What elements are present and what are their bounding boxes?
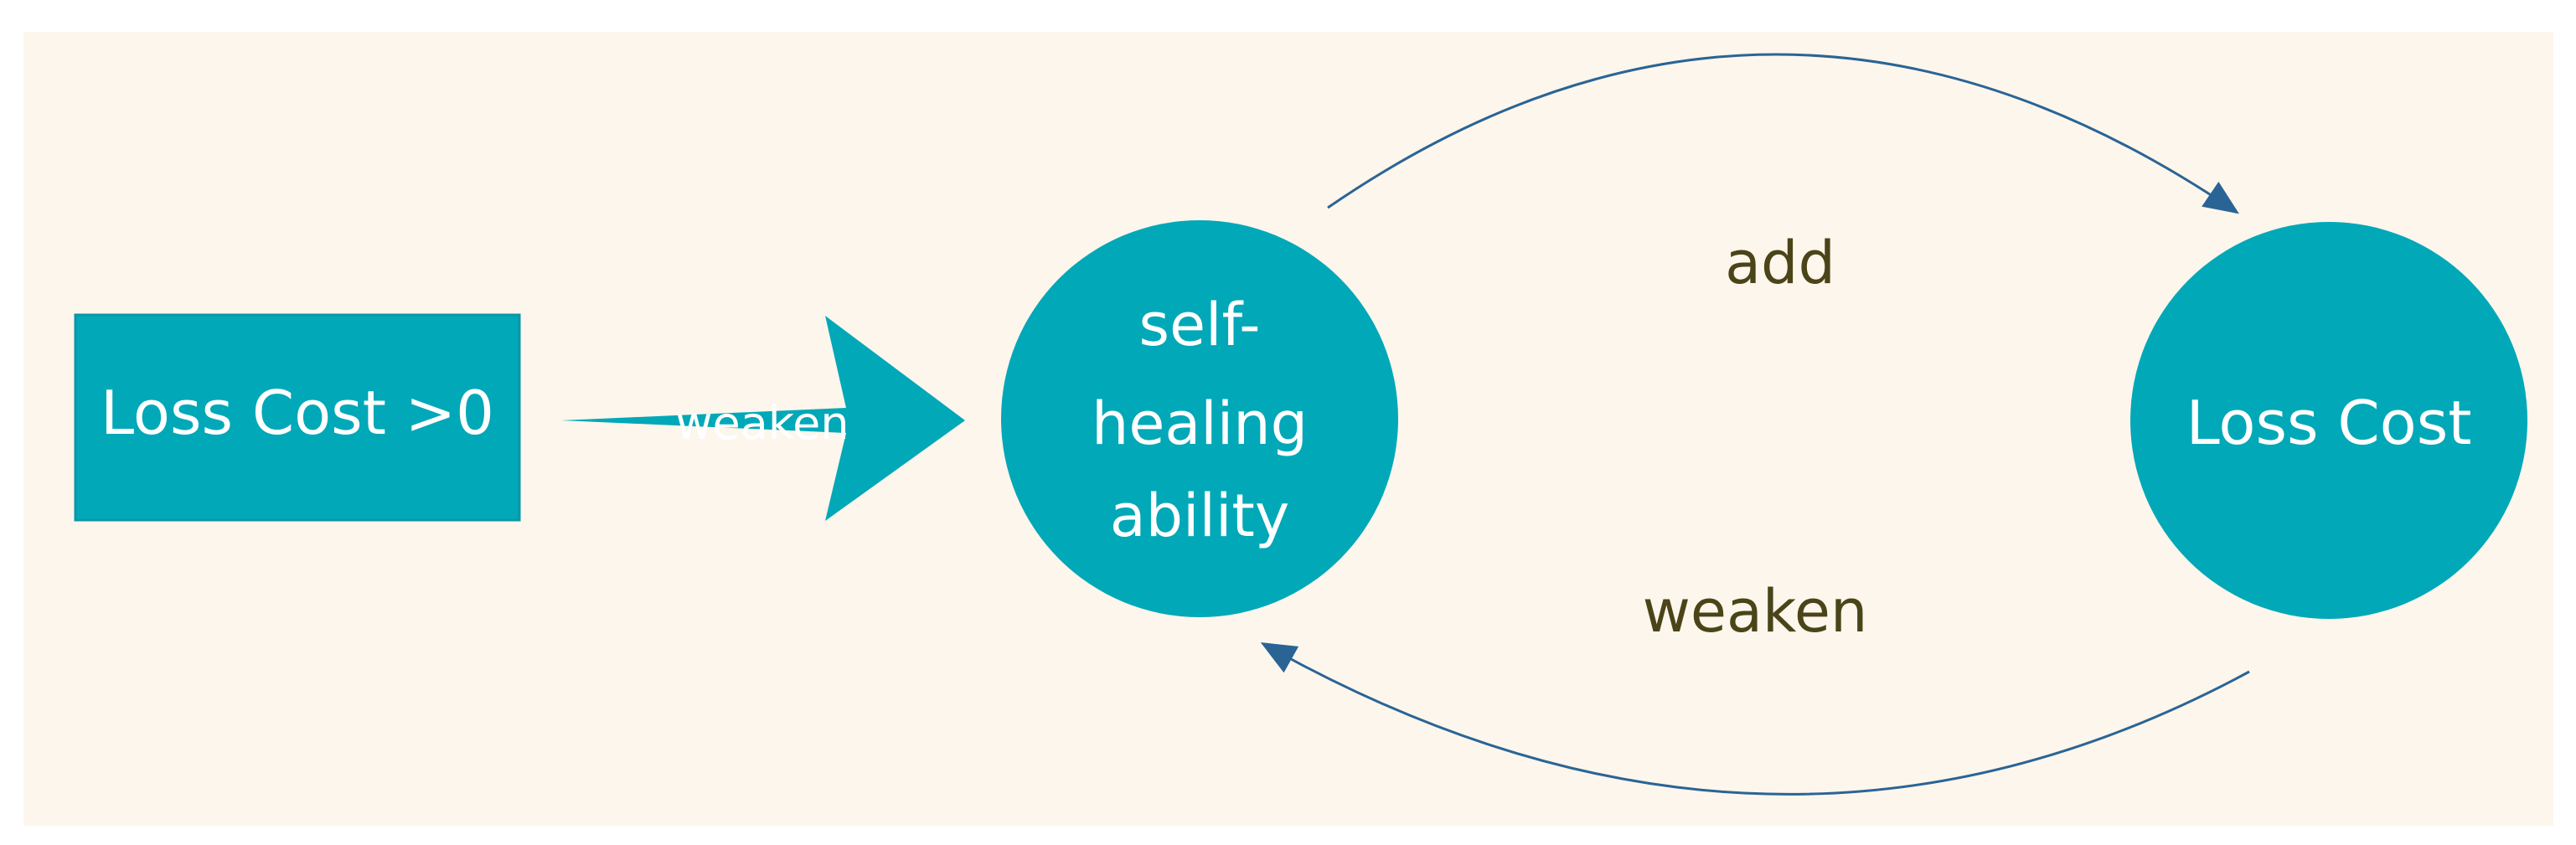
node-self-healing-circle [1001,220,1398,617]
node-self-healing-ability[interactable]: self- healing ability [1001,220,1398,617]
edge-add-arrow [1327,53,2239,214]
node-self-healing-label-line-2: healing [1092,389,1308,458]
edge-weaken-return-arrow [1260,642,2250,796]
node-loss-cost-circle [2130,222,2527,619]
node-loss-cost-positive[interactable]: Loss Cost >0 [74,313,521,522]
node-loss-cost[interactable]: Loss Cost [2130,222,2527,619]
edge-weaken-return-label: weaken [1643,577,1868,646]
edge-weaken-block-arrow: weaken [561,316,965,521]
block-arrow-label: weaken [675,397,849,450]
node-loss-cost-label: Loss Cost [2186,388,2472,458]
node-loss-cost-positive-label: Loss Cost >0 [101,378,494,448]
node-self-healing-label-line-3: ability [1110,482,1290,550]
node-self-healing-label-line-1: self- [1138,291,1260,359]
node-loss-cost-positive-box [74,313,521,522]
edge-add-label: add [1725,229,1835,297]
block-arrow-shape [561,316,965,521]
